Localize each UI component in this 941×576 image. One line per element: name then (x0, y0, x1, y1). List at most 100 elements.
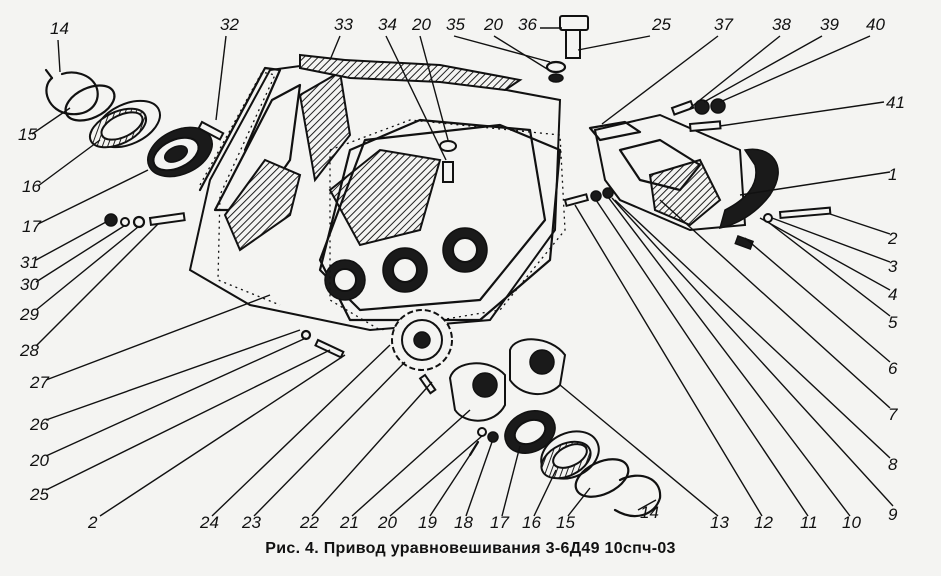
o-ring-15-bottom (574, 458, 630, 498)
callout-c25b: 25 (651, 15, 671, 34)
callout-c11: 11 (800, 513, 818, 532)
ring-20-left (300, 329, 312, 341)
callout-c31: 31 (20, 253, 39, 272)
leader-line-c5 (767, 221, 891, 317)
callout-c14b: 14 (640, 503, 659, 522)
callout-c16a: 16 (22, 177, 41, 196)
leader-line-c39 (703, 35, 823, 103)
callout-c20c: 20 (483, 15, 503, 34)
leader-line-c4 (759, 217, 891, 291)
leader-line-c19 (429, 454, 471, 517)
nut-40 (710, 98, 726, 114)
callout-c5: 5 (888, 313, 898, 332)
leader-line-c23 (253, 361, 406, 517)
callout-c17b: 17 (490, 513, 509, 532)
washer-35 (545, 60, 567, 74)
leader-line-c12 (574, 204, 763, 517)
leader-line-c18 (465, 441, 493, 517)
nut-31 (104, 213, 118, 227)
leader-line-c25a (45, 349, 331, 491)
leader-line-c17a (37, 169, 149, 225)
leader-line-c29 (35, 226, 139, 311)
leader-line-c6 (744, 237, 891, 363)
leader-line-c34 (385, 35, 447, 161)
leader-line-c9 (611, 197, 894, 507)
ring-20-top (548, 73, 564, 83)
snap-ring-14-bottom (613, 474, 662, 518)
cover-plate-33 (299, 53, 523, 92)
figure-caption: Рис. 4. Привод уравновешивания 3-6Д49 10… (265, 540, 676, 557)
leader-line-c30 (35, 225, 125, 283)
washer-30 (120, 217, 130, 227)
callout-c4: 4 (888, 285, 897, 304)
callout-c9: 9 (888, 505, 898, 524)
callout-c40: 40 (866, 15, 885, 34)
callout-c23: 23 (241, 513, 261, 532)
callout-c27: 27 (29, 373, 49, 392)
pin-38 (670, 99, 695, 116)
leader-line-c3 (771, 217, 891, 263)
callout-c6: 6 (888, 359, 898, 378)
leader-line-c41 (719, 101, 885, 127)
stud-28 (148, 212, 186, 227)
leader-line-c40 (719, 35, 871, 103)
callout-c20b: 20 (377, 513, 397, 532)
callout-c20d: 20 (411, 15, 431, 34)
callout-c13: 13 (710, 513, 729, 532)
callout-c30: 30 (20, 275, 39, 294)
callout-c3: 3 (888, 257, 898, 276)
leader-line-c17b (501, 445, 521, 517)
callout-c32: 32 (220, 15, 239, 34)
nut-18 (487, 431, 499, 443)
callout-c16b: 16 (522, 513, 541, 532)
leader-lines (31, 27, 894, 517)
washer-29 (132, 215, 146, 229)
leader-line-c33 (329, 35, 341, 61)
leader-line-c22 (311, 381, 433, 517)
callout-c37: 37 (714, 15, 733, 34)
callout-c28: 28 (19, 341, 39, 360)
callout-c1: 1 (888, 165, 897, 184)
bolt-12 (563, 193, 590, 208)
leader-line-c35 (453, 35, 551, 63)
leader-line-c25b (577, 35, 651, 51)
roller-bearing-left (88, 99, 161, 149)
leader-line-c8 (614, 199, 891, 459)
nut-39 (694, 99, 710, 115)
nut-10 (602, 187, 614, 199)
callout-c33: 33 (334, 15, 353, 34)
leader-line-c20b (389, 435, 483, 517)
bearing-16-bottom (540, 430, 600, 480)
leader-line-c1 (739, 171, 891, 196)
bearing-cap-13 (509, 338, 567, 396)
leader-line-c20d (419, 35, 449, 141)
leader-line-c24 (211, 344, 391, 517)
pin-32 (197, 120, 225, 141)
callout-c39: 39 (820, 15, 839, 34)
gear-housing (188, 58, 562, 332)
leader-line-c15b (567, 487, 591, 517)
callout-c25a: 25 (29, 485, 49, 504)
leader-line-c20a (45, 337, 307, 457)
bearing-17-bottom (504, 410, 556, 454)
leader-line-c7 (659, 199, 891, 409)
plug-34 (442, 161, 454, 183)
ring-20-bottom (477, 427, 487, 437)
callout-c34: 34 (378, 15, 397, 34)
callout-c17a: 17 (22, 217, 41, 236)
leader-line-c31 (35, 221, 107, 261)
callout-c15b: 15 (556, 513, 575, 532)
callout-c20a: 20 (29, 451, 49, 470)
callout-c8: 8 (888, 455, 898, 474)
callout-c22: 22 (299, 513, 319, 532)
callout-c24: 24 (199, 513, 219, 532)
callout-c15a: 15 (18, 125, 37, 144)
leader-line-c14b (637, 499, 657, 511)
o-ring-left (64, 84, 116, 122)
leader-line-c26 (45, 329, 301, 421)
bearing-cap-21 (448, 362, 506, 422)
leader-line-c37 (601, 35, 719, 125)
leader-line-c13 (559, 384, 719, 517)
callout-c14a: 14 (50, 19, 69, 38)
pin-19 (468, 440, 480, 457)
